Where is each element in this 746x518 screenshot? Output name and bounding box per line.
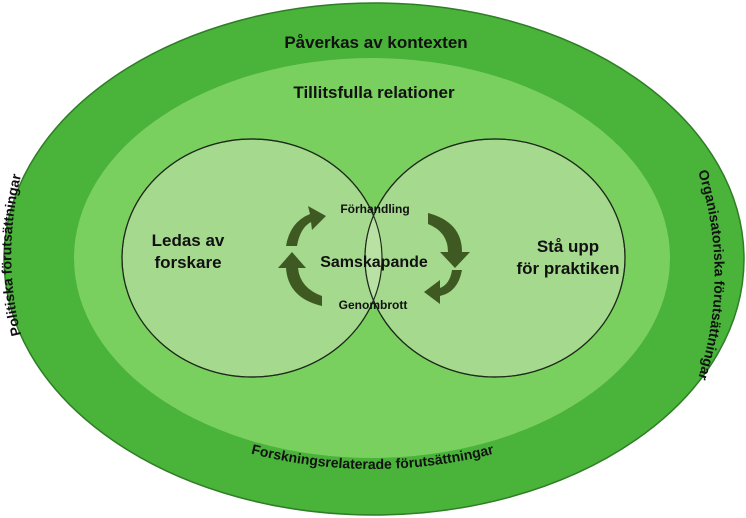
outer-top-label: Påverkas av kontexten (284, 33, 467, 52)
arrow-bottom-left-icon (278, 252, 322, 306)
right-circle-label-line1: Stå upp (537, 237, 599, 256)
cycle-arrows (278, 206, 470, 306)
right-circle-label-line2: för praktiken (517, 259, 620, 278)
right-circle-outline (364, 138, 626, 378)
center-top-label: Förhandling (340, 202, 409, 216)
arrow-top-right-icon (428, 213, 470, 268)
arrow-top-left-icon (286, 206, 326, 246)
center-bottom-label: Genombrott (339, 298, 408, 312)
middle-ring-label: Tillitsfulla relationer (293, 83, 455, 102)
left-circle-label-line1: Ledas av (152, 231, 225, 250)
center-title: Samskapande (320, 254, 428, 271)
arrow-bottom-right-icon (424, 270, 462, 304)
left-circle-label-line2: forskare (154, 253, 221, 272)
left-circle-outline (121, 138, 383, 378)
